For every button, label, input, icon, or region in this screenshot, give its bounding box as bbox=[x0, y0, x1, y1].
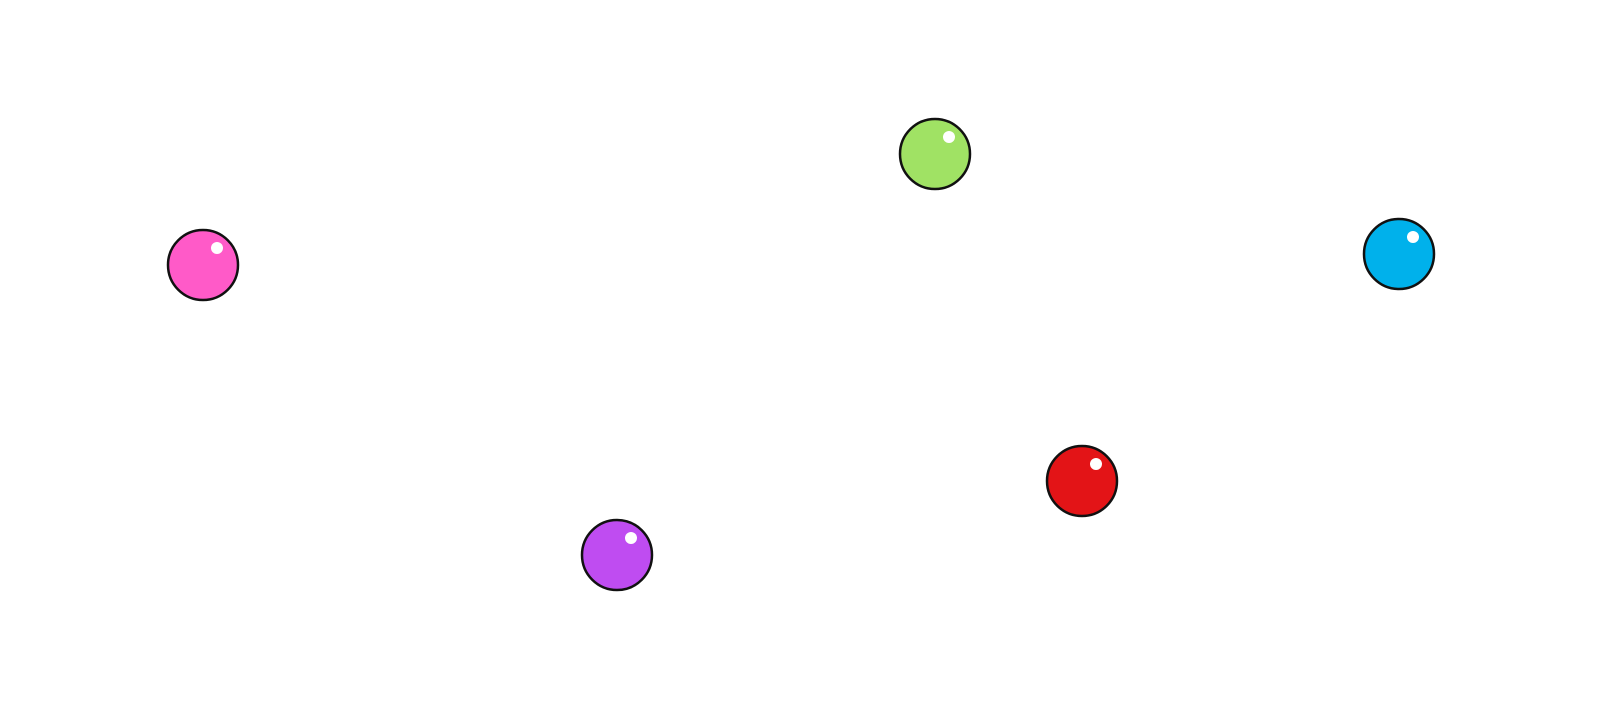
red-ball[interactable] bbox=[1045, 444, 1119, 518]
green-ball-body bbox=[898, 117, 972, 191]
red-ball-highlight bbox=[1090, 458, 1102, 470]
blue-ball-highlight bbox=[1407, 231, 1419, 243]
pink-ball-body bbox=[166, 228, 240, 302]
pink-ball[interactable] bbox=[166, 228, 240, 302]
purple-ball-body bbox=[580, 518, 654, 592]
purple-ball-highlight bbox=[625, 532, 637, 544]
blue-ball-body bbox=[1362, 217, 1436, 291]
red-ball-body bbox=[1045, 444, 1119, 518]
blue-ball[interactable] bbox=[1362, 217, 1436, 291]
green-ball[interactable] bbox=[898, 117, 972, 191]
pink-ball-highlight bbox=[211, 242, 223, 254]
green-ball-highlight bbox=[943, 131, 955, 143]
purple-ball[interactable] bbox=[580, 518, 654, 592]
